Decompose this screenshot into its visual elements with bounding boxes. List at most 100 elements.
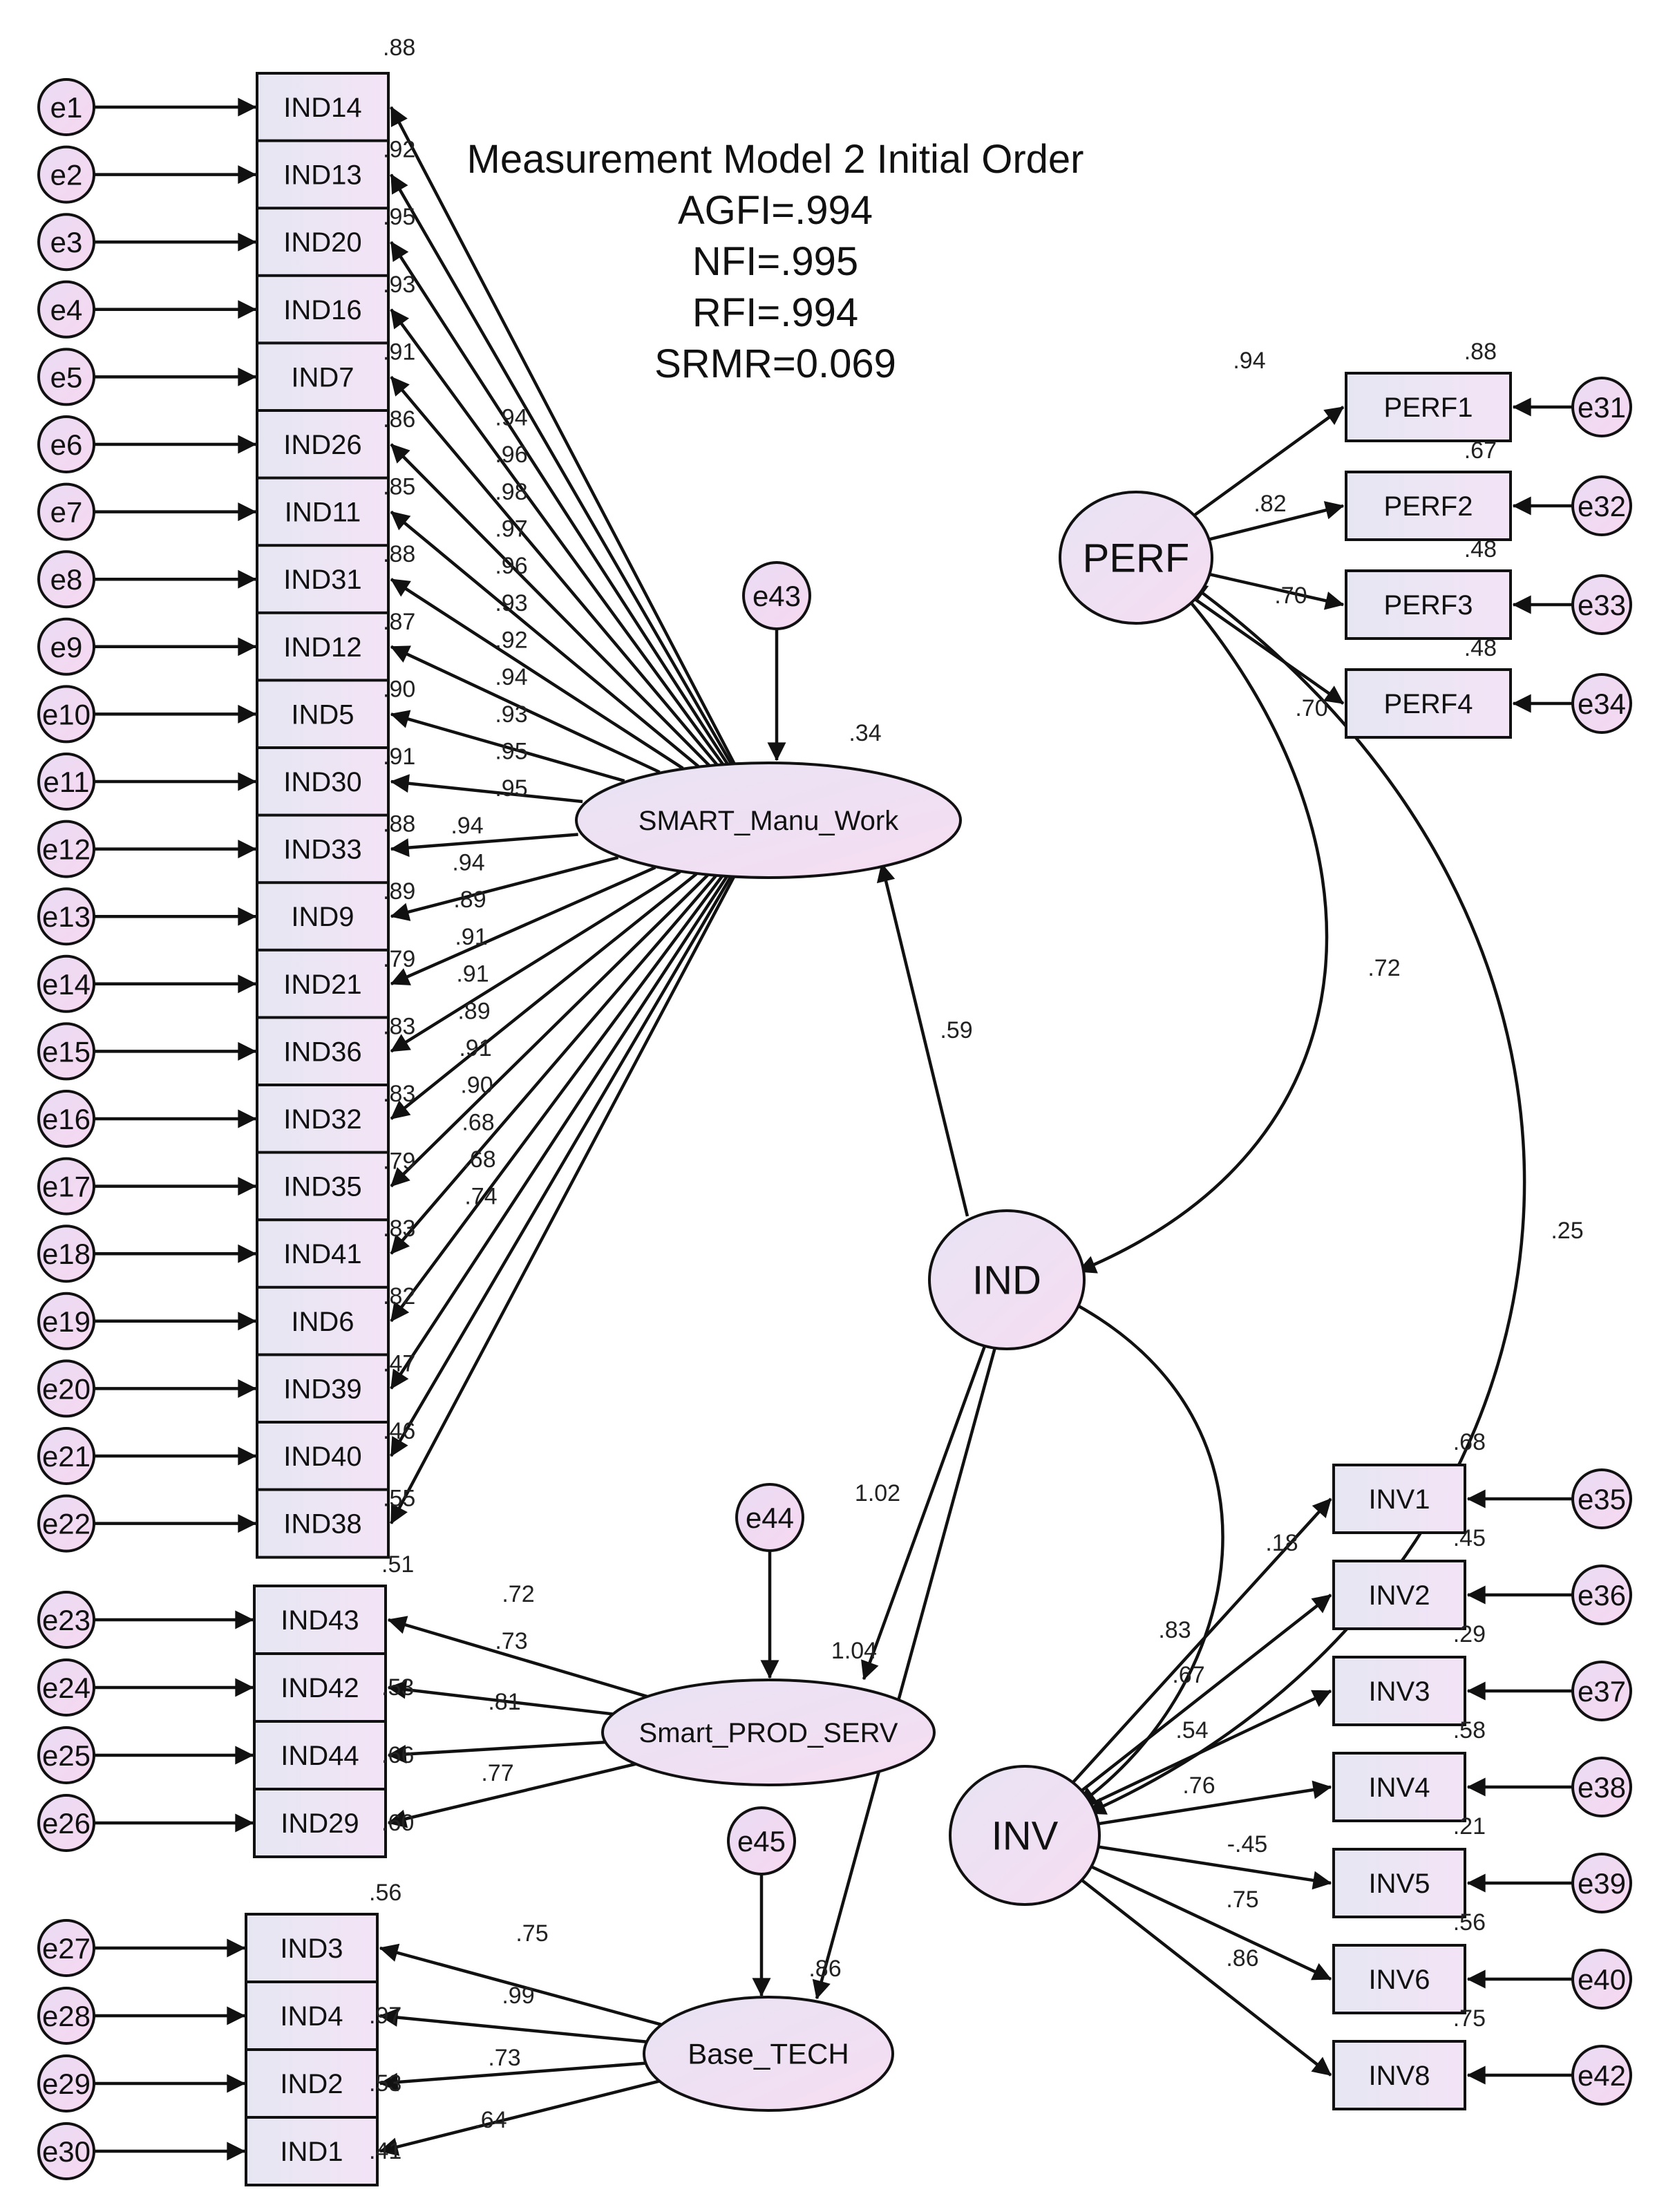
disturbance-term-label: e43 (753, 580, 801, 612)
r-squared-label: .91 (383, 339, 415, 365)
error-term-label: e32 (1578, 490, 1626, 522)
rfi-stat: RFI=.994 (692, 290, 858, 335)
error-term-label: e23 (42, 1604, 91, 1636)
error-term-label: e25 (42, 1739, 91, 1772)
loading-arrow (1098, 1845, 1332, 1890)
loading-label: .76 (1182, 1773, 1215, 1799)
loading-label: .67 (1172, 1662, 1204, 1688)
loading-label: .72 (502, 1581, 534, 1607)
loading-arrow (390, 873, 709, 1188)
error-term (37, 482, 95, 541)
r-squared-label: .89 (383, 878, 415, 905)
r-squared-label: .87 (383, 609, 415, 635)
disturbance-term-label: e44 (746, 1502, 794, 1534)
error-term (37, 2122, 95, 2180)
r-squared-label: .92 (383, 137, 415, 163)
observed-variable (1345, 668, 1512, 739)
error-term-label: e16 (42, 1103, 91, 1135)
loading-arrow (390, 876, 732, 1457)
observed-variable (1332, 1848, 1466, 1918)
r-squared-label: .55 (383, 1486, 415, 1512)
error-term-label: e17 (42, 1171, 91, 1203)
error-term (37, 1359, 95, 1418)
loading-label: .77 (481, 1760, 513, 1786)
error-term (37, 213, 95, 272)
error-term (37, 887, 95, 946)
observed-variable-label: IND4 (280, 2001, 343, 2032)
observed-variable (256, 881, 390, 952)
r-squared-label: .86 (808, 1956, 841, 1982)
error-term (1571, 1949, 1632, 2010)
loading-arrow (390, 443, 710, 767)
observed-variable-label: IND30 (283, 767, 361, 797)
error-term (37, 820, 95, 878)
error-term (37, 550, 95, 609)
error-term (37, 415, 95, 473)
observed-variable-label: IND3 (280, 1934, 343, 1964)
r-squared-label: .83 (383, 1013, 415, 1039)
error-term-label: e15 (42, 1035, 91, 1068)
loading-label: .64 (474, 2107, 507, 2133)
error-term-label: e6 (50, 428, 83, 461)
loading-arrow (1098, 1780, 1332, 1826)
error-term-label: e1 (50, 91, 83, 124)
loading-arrow (390, 870, 681, 1053)
r-squared-label: .56 (369, 1880, 401, 1906)
r-squared-label: .85 (383, 474, 415, 500)
error-term-label: e35 (1578, 1483, 1626, 1515)
observed-variable-label: IND13 (283, 160, 361, 191)
agfi-stat: AGFI=.994 (678, 188, 873, 233)
disturbance-term (735, 1483, 804, 1552)
observed-variable (256, 611, 390, 682)
loading-label: -.45 (1227, 1831, 1268, 1857)
latent-base-tech-label: Base_TECH (688, 2038, 849, 2070)
r-squared-label: .53 (381, 1674, 414, 1701)
loading-label: .94 (495, 404, 527, 431)
error-term (1571, 377, 1632, 437)
latent-smart-manu-work (575, 762, 962, 879)
loading-arrow (379, 2008, 647, 2044)
error-term (37, 348, 95, 406)
error-term (1571, 475, 1632, 536)
error-term-label: e18 (42, 1238, 91, 1270)
error-term-label: e7 (50, 496, 83, 529)
path-arrows (94, 97, 1574, 2161)
r-squared-label: .51 (381, 1551, 414, 1578)
r-squared-label: .88 (383, 35, 415, 61)
observed-variable-label: INV4 (1369, 1773, 1430, 1803)
observed-variable-label: IND1 (280, 2137, 343, 2167)
loading-label: .94 (1233, 348, 1265, 374)
r-squared-label: .68 (1453, 1429, 1486, 1455)
r-squared-label: .58 (1453, 1717, 1486, 1743)
loading-arrow (390, 875, 723, 1323)
r-squared-label: .79 (383, 1148, 415, 1175)
loading-arrow (1193, 406, 1345, 517)
structural-arrow (876, 862, 969, 1217)
error-term-label: e26 (42, 1807, 91, 1840)
loading-arrow (1209, 501, 1345, 541)
error-term (1571, 1661, 1632, 1721)
latent-smart-manu-work-label: SMART_Manu_Work (638, 806, 899, 836)
loading-label: .90 (460, 1072, 493, 1099)
observed-variable (253, 1720, 387, 1790)
observed-variable (256, 1421, 390, 1491)
error-term-label: e14 (42, 968, 91, 1001)
loading-arrow (390, 578, 684, 770)
r-squared-label: .67 (1464, 437, 1497, 464)
loading-label: .94 (451, 813, 483, 839)
loading-label: .73 (495, 1628, 527, 1654)
error-term (37, 1726, 95, 1784)
covariance-label: .25 (1551, 1218, 1583, 1244)
error-term-label: e37 (1578, 1675, 1626, 1708)
observed-variable-label: PERF1 (1384, 393, 1473, 423)
disturbance-term (727, 1806, 796, 1875)
r-squared-label: .34 (849, 720, 881, 746)
loading-arrow (390, 308, 724, 766)
error-term-label: e36 (1578, 1579, 1626, 1611)
loading-label: .68 (463, 1146, 495, 1173)
loading-label: .75 (515, 1920, 548, 1947)
loading-arrow (387, 1680, 614, 1716)
observed-variable-label: INV2 (1369, 1580, 1430, 1611)
observed-variable-label: IND9 (291, 902, 354, 932)
